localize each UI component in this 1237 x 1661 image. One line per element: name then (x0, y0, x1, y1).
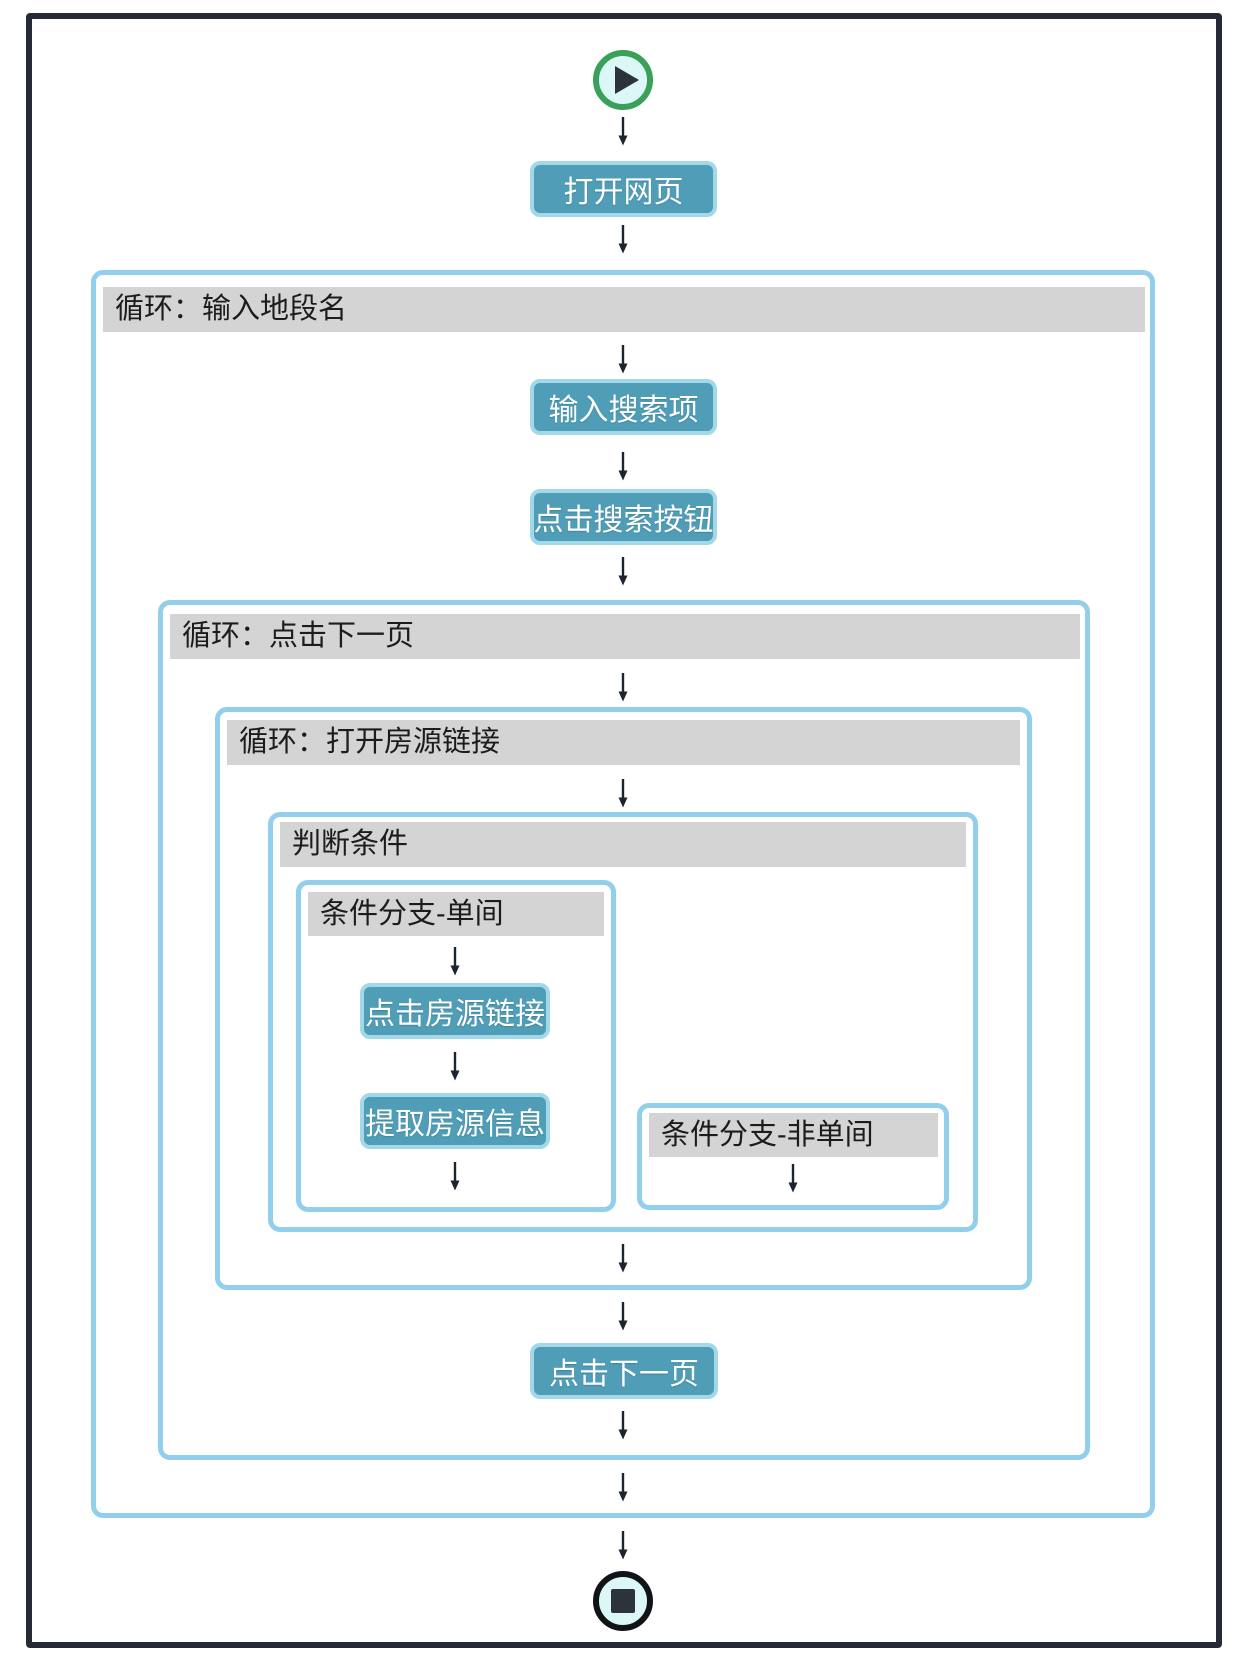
branch-header-single-room[interactable]: 条件分支-单间 (308, 892, 604, 936)
arrow-down-icon (618, 452, 628, 481)
arrow-down-icon (618, 1531, 628, 1560)
start-node[interactable] (593, 50, 653, 110)
end-node[interactable] (593, 1571, 653, 1631)
arrow-down-icon (618, 345, 628, 374)
play-icon (614, 66, 639, 94)
condition-box (268, 812, 978, 1232)
arrow-down-icon (618, 557, 628, 586)
step-open-webpage[interactable]: 打开网页 (530, 161, 717, 217)
arrow-down-icon (618, 1302, 628, 1331)
condition-header[interactable]: 判断条件 (280, 822, 966, 867)
branch-box-not-single-room (637, 1103, 949, 1210)
step-click-listing-link[interactable]: 点击房源链接 (360, 983, 550, 1039)
arrow-down-icon (618, 117, 628, 146)
loop-header-input-district[interactable]: 循环：输入地段名 (103, 287, 1145, 332)
branch-box-single-room (296, 880, 616, 1212)
arrow-down-icon (788, 1164, 798, 1193)
arrow-down-icon (450, 1162, 460, 1191)
step-extract-listing-info[interactable]: 提取房源信息 (360, 1093, 550, 1149)
loop-box-open-listing-link (215, 707, 1032, 1290)
branch-header-not-single-room[interactable]: 条件分支-非单间 (649, 1113, 938, 1157)
workflow-canvas-frame (26, 13, 1222, 1648)
step-click-search-button[interactable]: 点击搜索按钮 (530, 489, 717, 545)
loop-header-open-listing-link[interactable]: 循环：打开房源链接 (227, 720, 1020, 765)
loop-box-input-district (91, 270, 1155, 1518)
step-input-search-term[interactable]: 输入搜索项 (530, 379, 717, 435)
step-click-next-page[interactable]: 点击下一页 (530, 1343, 718, 1399)
arrow-down-icon (618, 779, 628, 808)
loop-header-click-next-page[interactable]: 循环：点击下一页 (170, 614, 1080, 659)
arrow-down-icon (450, 947, 460, 976)
stop-icon (611, 1589, 635, 1613)
arrow-down-icon (618, 1473, 628, 1502)
loop-box-click-next-page (158, 600, 1090, 1460)
arrow-down-icon (618, 225, 628, 254)
arrow-down-icon (618, 673, 628, 702)
arrow-down-icon (618, 1244, 628, 1273)
arrow-down-icon (618, 1411, 628, 1440)
arrow-down-icon (450, 1052, 460, 1081)
